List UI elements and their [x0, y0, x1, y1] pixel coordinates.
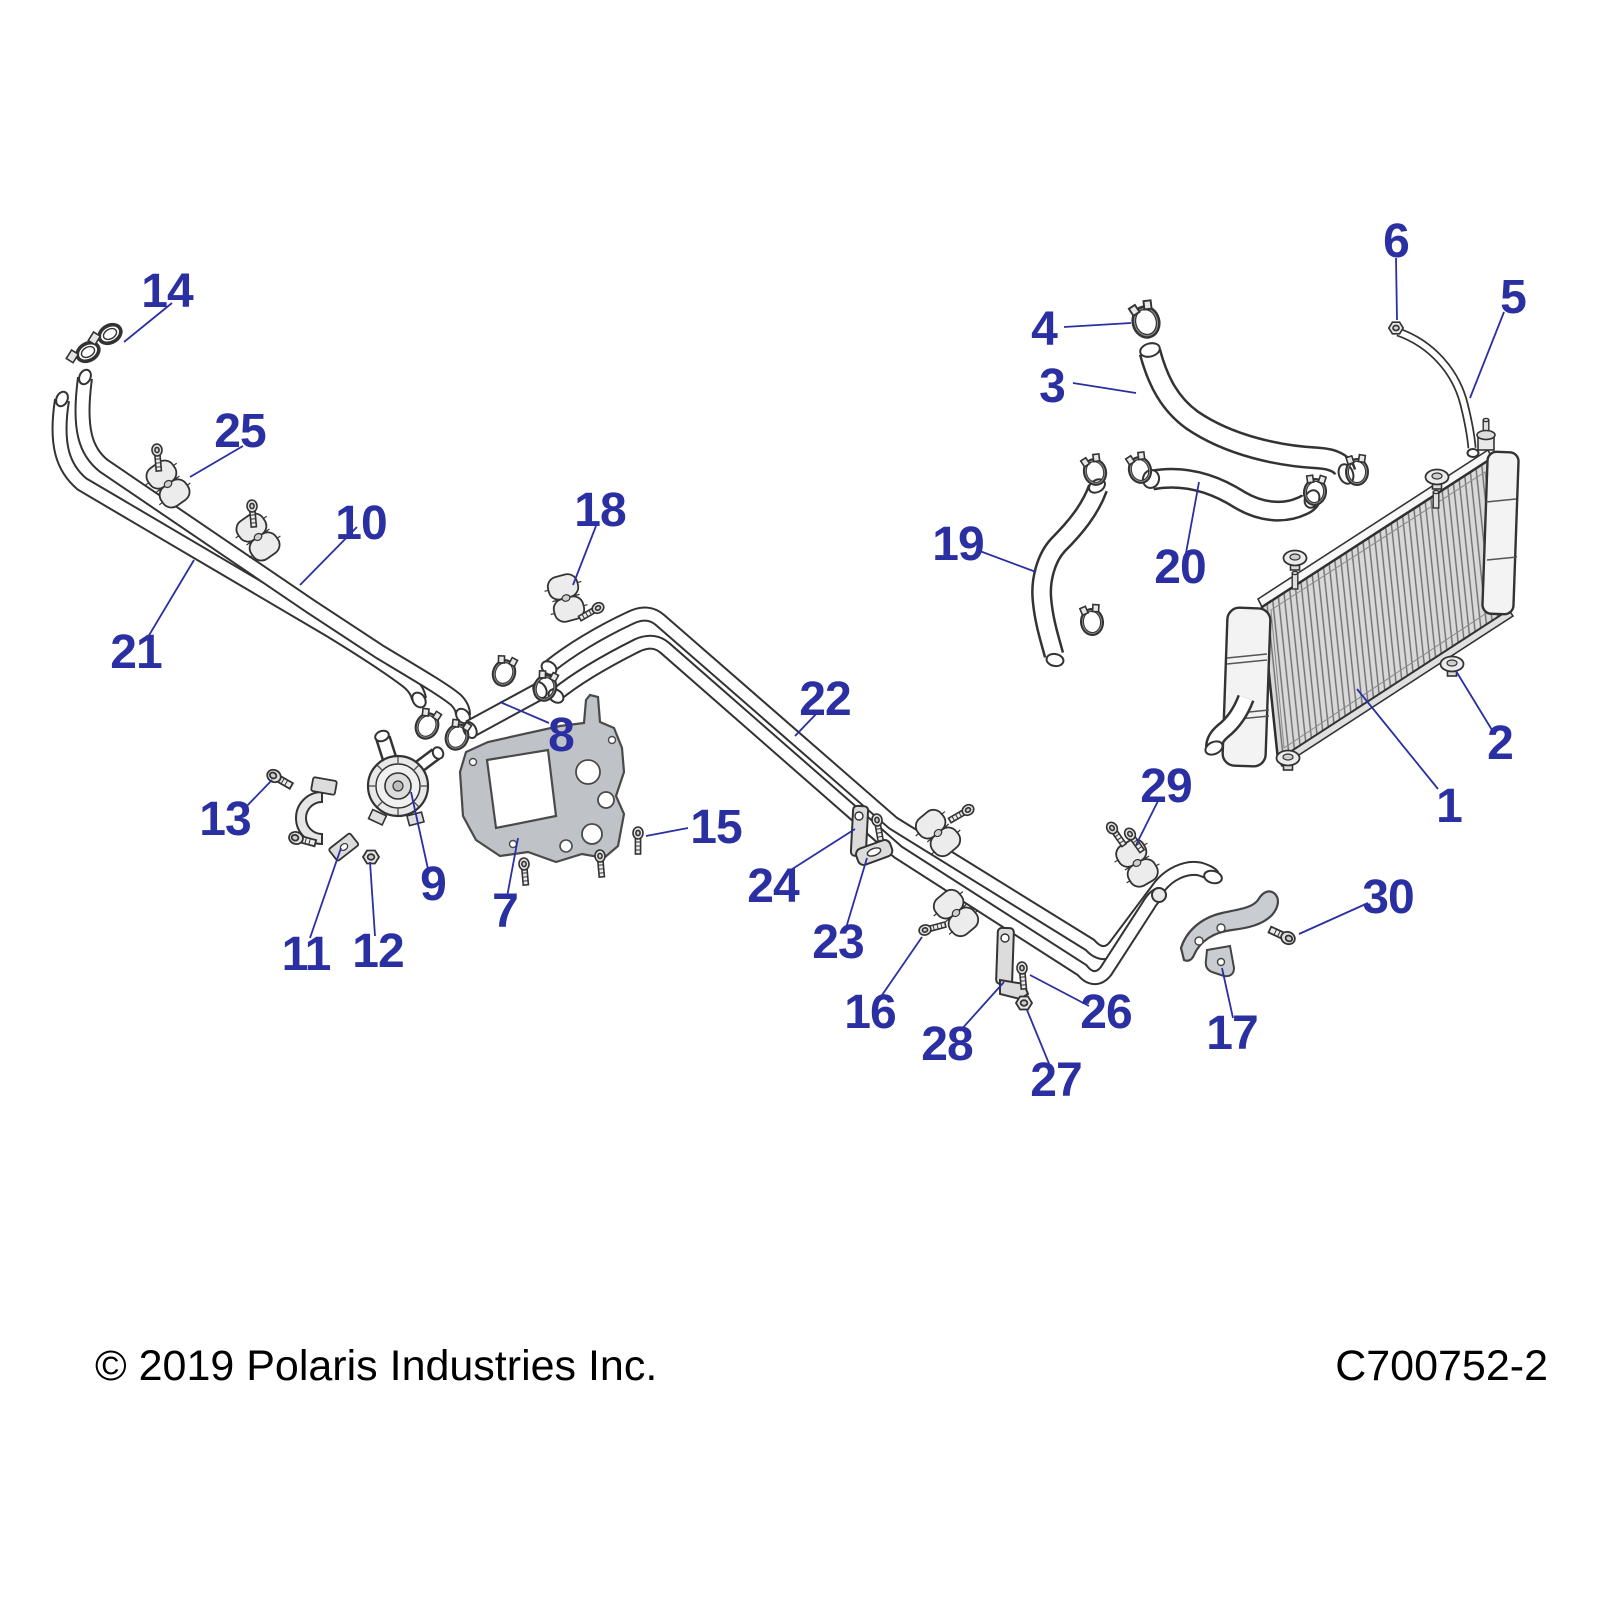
leader-line-16 — [879, 936, 923, 999]
leader-line-27 — [1026, 1009, 1051, 1067]
leader-line-25 — [189, 445, 244, 478]
leader-line-7 — [506, 837, 519, 898]
leader-line-11 — [309, 847, 342, 939]
leader-line-20 — [1185, 481, 1200, 554]
part-hose-3 — [1138, 342, 1357, 485]
part-tube-10 — [74, 368, 471, 725]
part-clamp-4 — [1128, 299, 1161, 340]
part-hose-5 — [1396, 327, 1480, 458]
leader-line-26 — [1029, 974, 1090, 1007]
leader-line-21 — [147, 559, 195, 638]
part-ring-clamps — [409, 299, 1369, 755]
part-tube-22 — [540, 606, 1223, 961]
part-plate-7 — [458, 693, 626, 864]
leader-line-19 — [976, 549, 1037, 573]
part-tube-24 — [547, 634, 1167, 986]
part-clamp-16 — [925, 882, 987, 944]
part-strap-11 — [295, 776, 360, 862]
part-bolt-13 — [264, 766, 296, 793]
footer-copyright: © 2019 Polaris Industries Inc. — [95, 1342, 658, 1390]
part-tube-21 — [51, 390, 427, 709]
leader-lines — [123, 257, 1505, 1067]
leader-line-3 — [1072, 382, 1137, 394]
leader-line-23 — [845, 857, 868, 929]
leader-line-17 — [1221, 967, 1234, 1019]
footer-diagram-code: C700752-2 — [1335, 1342, 1548, 1390]
leader-line-10 — [299, 526, 358, 586]
part-radiator-1 — [1204, 417, 1520, 768]
leader-line-4 — [1063, 322, 1132, 328]
part-hose-20 — [1141, 467, 1321, 522]
leader-line-8 — [499, 701, 550, 724]
part-nut-27 — [1015, 995, 1033, 1011]
leader-line-9 — [410, 791, 429, 870]
leader-line-6 — [1395, 257, 1398, 321]
part-bracket-23 — [849, 804, 894, 866]
part-wormclamps-14 — [62, 317, 127, 373]
leader-line-14 — [123, 302, 173, 343]
leader-line-28 — [959, 981, 1005, 1032]
leader-line-24 — [785, 828, 856, 874]
part-hose-19 — [1031, 478, 1108, 668]
part-bolt-30 — [1266, 923, 1298, 948]
part-nut-6 — [1387, 321, 1405, 335]
part-bracket-17 — [1179, 890, 1279, 978]
leader-line-13 — [242, 779, 273, 811]
leader-line-18 — [572, 525, 597, 586]
leader-line-12 — [369, 861, 376, 937]
leader-line-15 — [645, 827, 689, 837]
part-nut-12 — [362, 849, 380, 865]
leader-line-22 — [794, 711, 819, 737]
leader-line-5 — [1469, 311, 1505, 399]
part-pump-9 — [366, 729, 445, 827]
leader-line-2 — [1455, 670, 1493, 731]
leader-line-30 — [1298, 902, 1369, 935]
leader-line-1 — [1356, 688, 1439, 790]
leader-line-29 — [1135, 800, 1159, 846]
